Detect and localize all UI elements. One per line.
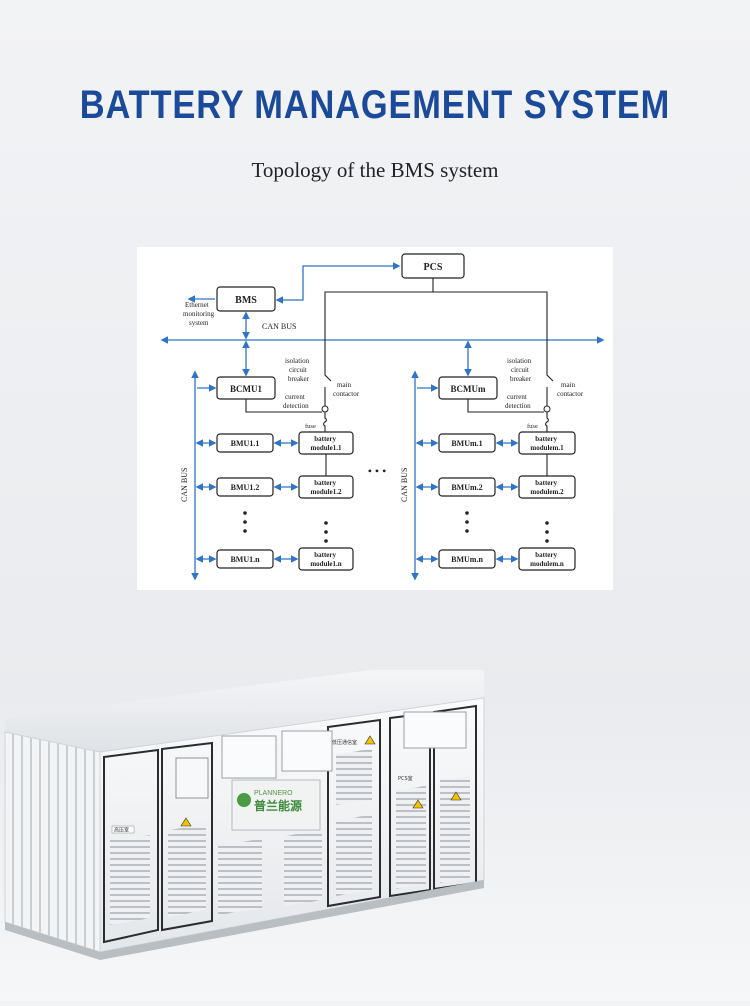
bms-pcs-link bbox=[275, 262, 401, 304]
brand-logo-chinese: 普兰能源 bbox=[254, 798, 302, 813]
bmum-n-label: BMUm.n bbox=[451, 555, 483, 564]
left-can-bus-label: CAN BUS bbox=[180, 468, 189, 502]
bms-topology-diagram: CAN BUS PCS BMS Ethernet monitoring syst… bbox=[137, 247, 613, 590]
bcmum-label: BCMUm bbox=[451, 384, 486, 394]
right-isolation-label: isolation circuit breaker bbox=[507, 357, 533, 383]
bmu1-n-box bbox=[216, 549, 274, 569]
left-current-sensor bbox=[321, 405, 329, 413]
module1-2-label: battery module1.2 bbox=[311, 479, 342, 496]
door-label-pcs: PCS室 bbox=[398, 775, 413, 782]
right-can-bus-label: CAN BUS bbox=[400, 468, 409, 502]
bms-box bbox=[216, 286, 276, 312]
can-bus-main-label: CAN BUS bbox=[262, 322, 296, 331]
left-contactor-switch bbox=[324, 362, 332, 382]
modulem-n-label: battery modulem.n bbox=[530, 551, 564, 568]
door-label-hv: 高压室 bbox=[114, 827, 129, 834]
bmum-2-box bbox=[438, 477, 496, 497]
bmu1-1-box bbox=[216, 433, 274, 453]
brand-logo-latin: PLANNERO bbox=[254, 790, 293, 797]
bmum-1-box bbox=[438, 433, 496, 453]
bmum-1-label: BMUm.1 bbox=[451, 439, 482, 448]
left-vertical-ellipsis bbox=[243, 511, 328, 543]
pcs-power-right bbox=[433, 291, 548, 362]
module1-n-box bbox=[298, 547, 354, 571]
container-illustration: PLANNERO 普兰能源 高压室 低压通信室 PCS室 bbox=[0, 640, 750, 1001]
module1-1-label: battery module1.1 bbox=[311, 435, 342, 452]
module1-n-label: battery module1.n bbox=[310, 551, 341, 568]
page-title: BATTERY MANAGEMENT SYSTEM bbox=[79, 83, 671, 127]
left-fuse-label: fuse bbox=[305, 423, 316, 430]
modulem-n-box bbox=[518, 547, 576, 571]
pcs-power-left bbox=[324, 278, 434, 362]
container-end-wall bbox=[4, 731, 101, 953]
warning-sign-icons bbox=[180, 735, 462, 827]
right-fuse-label: fuse bbox=[527, 423, 538, 430]
left-fuse bbox=[322, 412, 328, 433]
door-label-lv: 低压通信室 bbox=[332, 739, 357, 746]
right-current-label: current detection bbox=[505, 393, 531, 410]
bmu1-2-box bbox=[216, 477, 274, 497]
right-fuse bbox=[544, 412, 550, 433]
groups-ellipsis: • • • bbox=[368, 464, 387, 478]
bmum-2-label: BMUm.2 bbox=[451, 483, 482, 492]
bmu1-n-label: BMU1.n bbox=[230, 555, 260, 564]
left-isolation-label: isolation circuit breaker bbox=[285, 357, 311, 383]
bmu1-2-label: BMU1.2 bbox=[231, 483, 260, 492]
container-vents bbox=[110, 749, 470, 925]
right-contactor-switch bbox=[546, 362, 554, 382]
right-current-sensor bbox=[543, 405, 551, 413]
ethernet-label: Ethernet monitoring system bbox=[183, 301, 216, 327]
left-contactor-label: main contactor bbox=[333, 381, 360, 398]
diagram-subtitle: Topology of the BMS system bbox=[251, 158, 499, 182]
bmu1-1-label: BMU1.1 bbox=[231, 439, 260, 448]
air-conditioner-units bbox=[175, 711, 467, 799]
right-vertical-ellipsis bbox=[465, 511, 549, 543]
container-roof bbox=[5, 670, 484, 752]
right-detection-line bbox=[467, 399, 544, 413]
brand-logo-icon bbox=[237, 793, 251, 807]
bmum-n-box bbox=[438, 549, 496, 569]
modulem-2-label: battery modulem.2 bbox=[530, 479, 564, 496]
bcmu1-label: BCMU1 bbox=[230, 384, 262, 394]
left-current-label: current detection bbox=[283, 393, 309, 410]
pcs-label: PCS bbox=[424, 262, 443, 273]
right-contactor-label: main contactor bbox=[557, 381, 584, 398]
left-detection-line bbox=[245, 399, 322, 413]
bms-label: BMS bbox=[235, 295, 257, 306]
modulem-1-label: battery modulem.1 bbox=[530, 435, 564, 452]
